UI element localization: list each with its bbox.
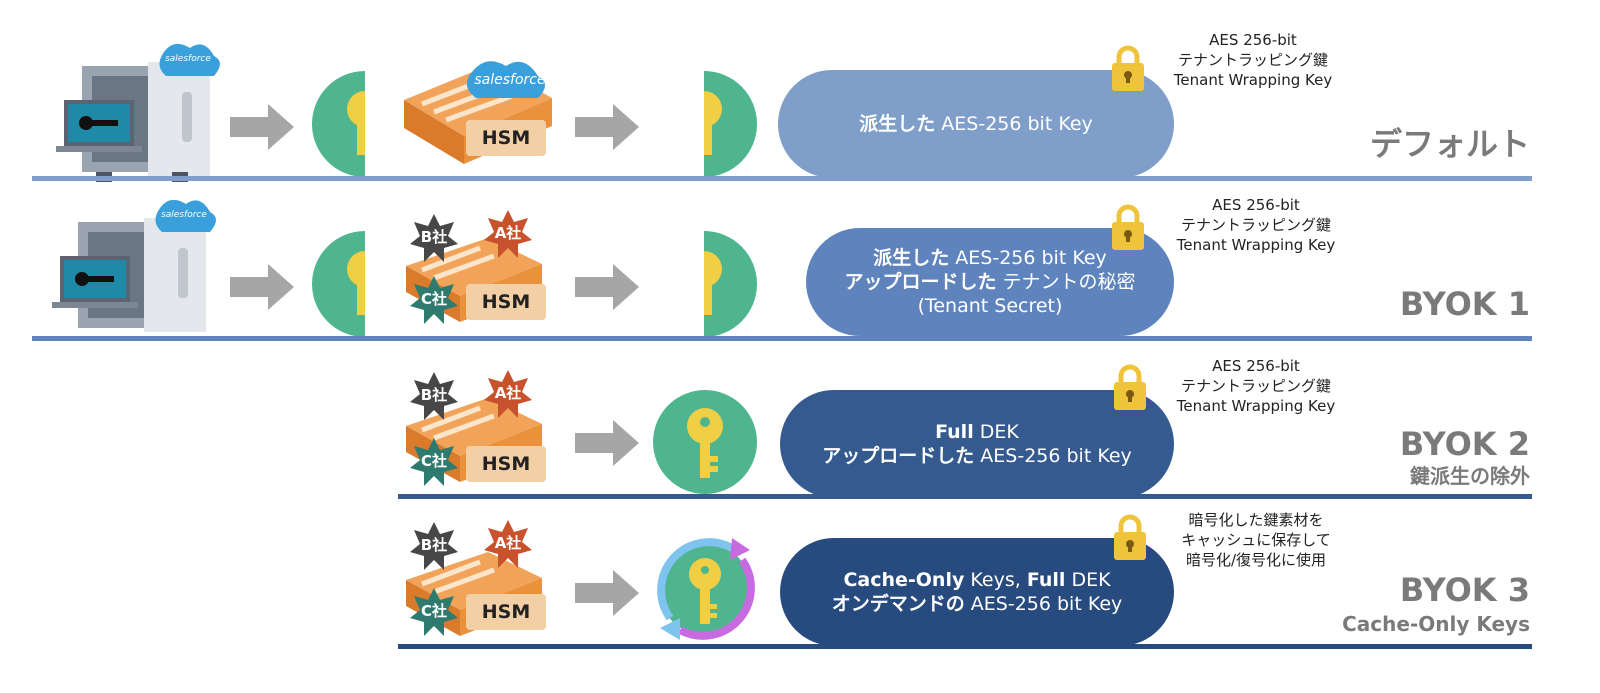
pill-line: アップロードした テナントの秘密	[844, 271, 1136, 293]
pill-line: 派生した AES-256 bit Key	[873, 247, 1107, 269]
tenant-b-label: B社	[420, 386, 448, 404]
tenant-wrapping-key-note: AES 256-bit テナントラッピング鍵 Tenant Wrapping K…	[1176, 357, 1336, 415]
pill-line: (Tenant Secret)	[917, 295, 1063, 317]
salesforce-logo-text: salesforce	[161, 210, 207, 220]
lane-divider	[398, 494, 1532, 499]
tenant-a-badge-icon	[484, 210, 532, 258]
key-circle-icon	[653, 390, 757, 494]
lane-label-byok1: BYOK 1	[1399, 285, 1530, 323]
hsm-label: HSM	[466, 120, 546, 156]
tenant-b-badge-icon	[410, 214, 458, 262]
arrow-right-icon	[230, 104, 294, 150]
tenant-a-badge-icon	[484, 520, 532, 568]
hsm-label: HSM	[466, 446, 546, 482]
lane-divider	[398, 644, 1532, 649]
safe-laptop-icon	[52, 199, 216, 332]
tenant-b-label: B社	[420, 228, 448, 246]
key-half-circle-left-icon	[312, 71, 365, 177]
key-half-circle-left-icon	[312, 231, 365, 337]
key-half-circle-right-icon	[704, 231, 757, 337]
hsm-label: HSM	[466, 594, 546, 630]
pill-line: Full DEK	[935, 421, 1019, 443]
lock-icon	[1114, 364, 1146, 410]
tenant-c-label: C社	[420, 452, 447, 470]
lane-divider	[32, 176, 1532, 181]
pill-line: Cache-Only Keys, Full DEK	[843, 569, 1111, 591]
cache-note: 暗号化した鍵素材を キャッシュに保存して 暗号化/復号化に使用	[1181, 511, 1331, 569]
tenant-c-badge-icon	[410, 276, 458, 324]
lane-divider	[32, 336, 1532, 341]
tenant-b-badge-icon	[410, 372, 458, 420]
tenant-a-label: A社	[494, 384, 522, 402]
tenant-c-label: C社	[420, 290, 447, 308]
salesforce-logo-text: salesforce	[165, 54, 211, 64]
cache-only-keys-pill: Cache-Only Keys, Full DEK オンデマンドの AES-25…	[780, 538, 1174, 646]
full-dek-pill: Full DEK アップロードした AES-256 bit Key	[780, 390, 1174, 498]
tenant-a-label: A社	[494, 534, 522, 552]
lane-label-byok3: BYOK 3	[1399, 571, 1530, 609]
tenant-wrapping-key-note: AES 256-bit テナントラッピング鍵 Tenant Wrapping K…	[1176, 196, 1336, 254]
lane-sublabel-byok2: 鍵派生の除外	[1410, 464, 1530, 488]
key-refresh-cycle-icon	[657, 538, 755, 640]
lock-icon	[1114, 514, 1146, 560]
pill-line: 派生した AES-256 bit Key	[859, 113, 1093, 135]
tenant-c-badge-icon	[410, 438, 458, 486]
tenant-wrapping-key-note: AES 256-bit テナントラッピング鍵 Tenant Wrapping K…	[1173, 31, 1333, 89]
arrow-right-icon	[575, 420, 639, 466]
tenant-a-label: A社	[494, 224, 522, 242]
hsm-label: HSM	[466, 284, 546, 320]
pill-line: アップロードした AES-256 bit Key	[822, 445, 1132, 467]
tenant-a-badge-icon	[484, 370, 532, 418]
lane-sublabel-byok3: Cache-Only Keys	[1342, 612, 1530, 636]
arrow-right-icon	[575, 104, 639, 150]
derived-key-pill: 派生した AES-256 bit Key	[778, 70, 1174, 178]
tenant-c-label: C社	[420, 602, 447, 620]
tenant-b-badge-icon	[410, 522, 458, 570]
lane-label-byok2: BYOK 2	[1399, 425, 1530, 463]
lane-label-default: デフォルト	[1369, 125, 1530, 163]
lock-icon	[1112, 204, 1144, 250]
key-half-circle-right-icon	[704, 71, 757, 177]
tenant-b-label: B社	[420, 536, 448, 554]
pill-line: オンデマンドの AES-256 bit Key	[831, 593, 1123, 615]
arrow-right-icon	[575, 264, 639, 310]
lock-icon	[1112, 45, 1144, 91]
tenant-c-badge-icon	[410, 588, 458, 636]
salesforce-logo-text: salesforce	[474, 72, 546, 88]
arrow-right-icon	[230, 264, 294, 310]
arrow-right-icon	[575, 570, 639, 616]
